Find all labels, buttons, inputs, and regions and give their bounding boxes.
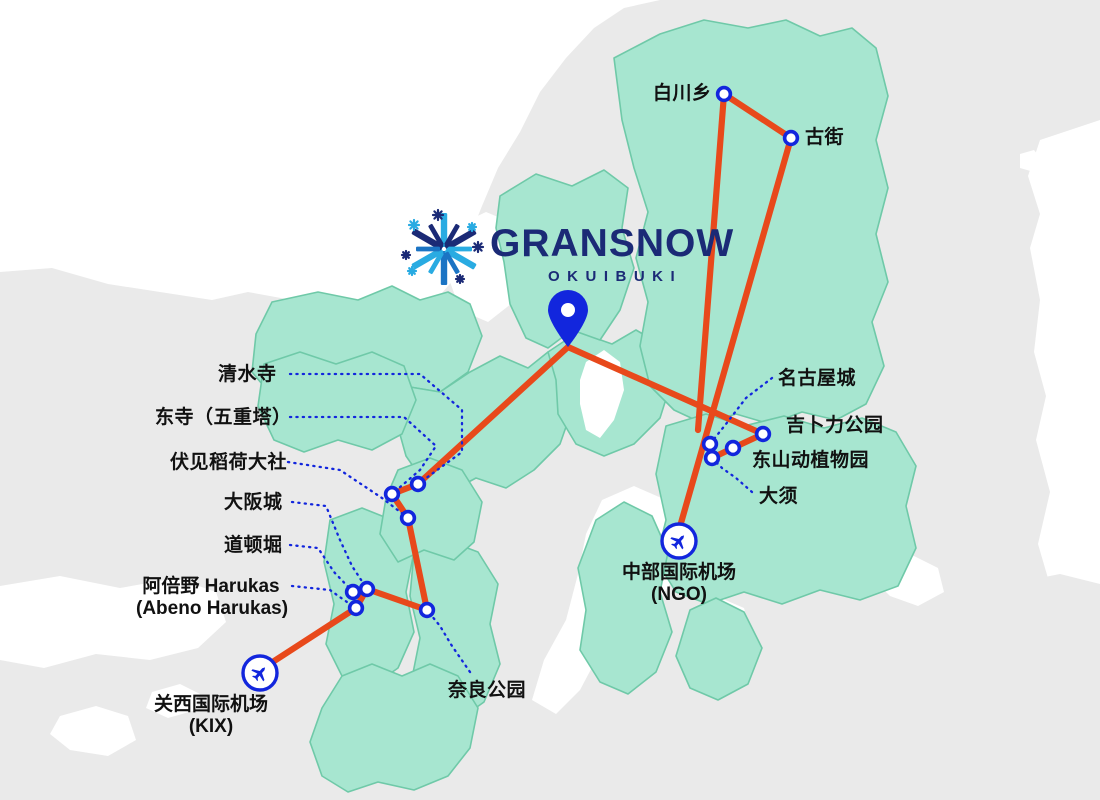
leader-toji [288,415,438,496]
region-fukui [495,169,635,349]
node-abeno [347,599,365,617]
sea-inlet-west [0,576,226,668]
route-osaka-kix [264,604,360,669]
node-osaka-castle [358,580,376,598]
sea-island-b [146,684,200,718]
node-higashiyama [724,439,742,457]
label-dotonbori[interactable]: 道顿堀 [224,535,283,556]
label-gujo[interactable]: 古街 [805,127,845,148]
label-abeno-line1: 阿倍野 Harukas [142,576,280,597]
airport-kix[interactable] [241,654,279,692]
route-nodes-group[interactable] [344,85,800,619]
label-abeno-line2: (Abeno Harukas) [136,598,289,620]
brand-name: GRANSNOW [490,222,735,265]
region-kyoto-south [379,457,483,563]
node-osu [703,449,721,467]
route-fushimi-nara [404,514,431,614]
label-osu[interactable]: 大须 [759,486,799,507]
label-fushimi[interactable]: 伏见稻荷大社 [170,452,288,473]
airport-ngo[interactable] [660,522,698,560]
label-toji[interactable]: 东寺（五重塔） [155,407,292,428]
route-shirakawago-resort [694,90,728,434]
leader-fushimi [286,460,410,520]
region-lake-biwa [580,350,624,438]
region-sea-of-japan-edge [257,351,417,453]
label-kiyomizu[interactable]: 清水寺 [218,364,277,385]
node-fushimi [399,509,417,527]
label-higashiyama[interactable]: 东山动植物园 [752,450,870,471]
label-shirakawago[interactable]: 白川乡 [653,83,712,104]
region-aichi-penin [675,597,763,701]
label-ngo-line2: (NGO) [651,584,707,606]
sea-island-a [50,706,136,756]
label-osaka-castle[interactable]: 大阪城 [224,492,283,513]
leader-dotonbori [288,543,355,594]
label-abeno-harukas[interactable]: 阿倍野 Harukas (Abeno Harukas) [136,576,289,621]
route-resort-kansai [414,343,572,488]
label-nara-park[interactable]: 奈良公园 [448,680,527,701]
label-airport-ngo[interactable]: 中部国际机场 (NGO) [612,562,746,607]
label-airport-kix[interactable]: 关西国际机场 (KIX) [144,694,278,739]
label-ghibli-park[interactable]: 吉卜力公园 [786,415,884,436]
node-ghibli-park [754,425,772,443]
route-shirakawago-gujo [720,90,795,142]
region-gifu [613,19,889,425]
land-mass-southeast [690,574,1100,800]
node-nagoya-castle [701,435,719,453]
label-kix-line1: 关西国际机场 [153,694,268,715]
label-kix-line2: (KIX) [188,716,234,738]
region-wakayama [309,663,479,793]
route-gujo-nagoya [675,134,795,534]
route-lines-group[interactable] [264,90,795,669]
leader-nara-park [425,608,472,674]
route-nara-abeno [363,585,431,614]
node-shirakawago [715,85,733,103]
leader-lines-group [286,372,774,674]
node-toji [383,485,401,503]
leader-osaka-castle [290,500,369,591]
gransnow-resort-pin[interactable] [548,290,588,347]
region-mie [577,501,673,695]
leader-nagoya-castle [708,376,774,446]
leader-abeno [290,584,358,610]
label-ngo-line1: 中部国际机场 [621,562,736,583]
leader-kiyomizu [288,372,464,486]
label-nagoya-castle[interactable]: 名古屋城 [778,368,857,389]
node-nara-park [418,601,436,619]
sea-dot-east [1020,150,1042,172]
snowflake-icon [400,208,485,285]
brand-wordmark: GRANSNOW OKUIBUKI [490,224,734,285]
node-kiyomizu [409,475,427,493]
brand-subname: OKUIBUKI [547,268,683,285]
node-dotonbori [344,583,362,601]
node-gujo [782,129,800,147]
